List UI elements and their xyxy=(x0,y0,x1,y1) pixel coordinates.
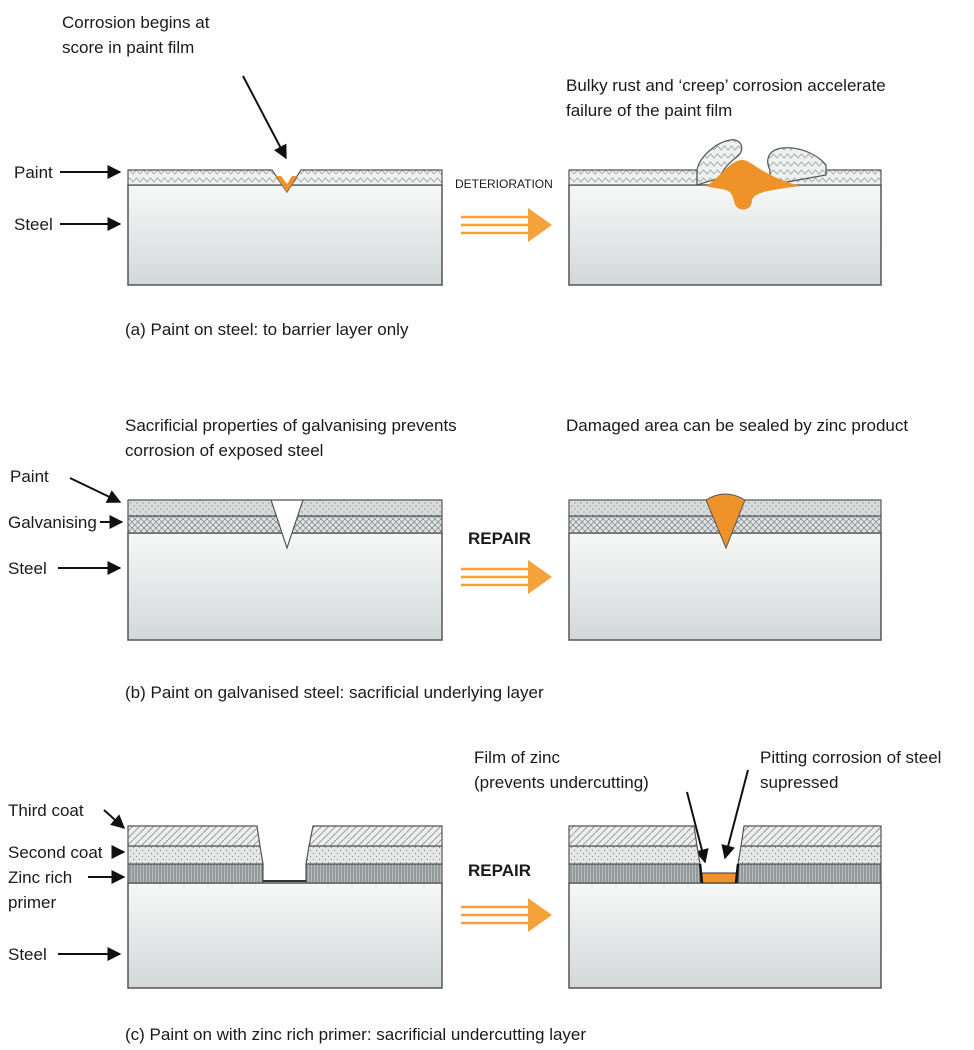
panel-b: Sacrificial properties of galvanising pr… xyxy=(8,416,908,702)
note-sealed: Damaged area can be sealed by zinc produ… xyxy=(566,416,908,435)
galvanising-layer xyxy=(286,515,443,534)
zinc-film-edge xyxy=(734,863,740,884)
steel-layer xyxy=(127,532,443,641)
third-coat-layer xyxy=(568,825,698,847)
pointer-arrow xyxy=(103,809,126,829)
label-zinc-primer-line2: primer xyxy=(8,893,57,912)
third-coat-layer xyxy=(740,825,882,847)
second-coat-layer xyxy=(305,845,443,865)
paint-layer xyxy=(127,169,443,194)
label-paint: Paint xyxy=(10,467,49,486)
pointer-arrow xyxy=(69,477,122,503)
transition-label: DETERIORATION xyxy=(455,177,553,191)
note-corrosion-begins-line2: score in paint film xyxy=(62,38,194,57)
steel-layer xyxy=(568,184,882,286)
galvanising-layer xyxy=(127,515,288,534)
second-coat-layer xyxy=(127,845,264,865)
steel-layer xyxy=(568,532,882,641)
transition-arrow xyxy=(461,898,552,932)
note-bulky-rust-line1: Bulky rust and ‘creep’ corrosion acceler… xyxy=(566,76,886,95)
transition-arrow xyxy=(461,560,552,594)
transition-label: REPAIR xyxy=(468,861,531,880)
label-second-coat: Second coat xyxy=(8,843,103,862)
label-galvanising: Galvanising xyxy=(8,513,97,532)
zinc-seal xyxy=(705,493,746,550)
label-steel: Steel xyxy=(8,945,47,964)
zinc-primer-layer xyxy=(127,863,264,884)
label-steel: Steel xyxy=(14,215,53,234)
zinc-primer-layer xyxy=(737,863,882,884)
score-corrosion xyxy=(276,176,297,192)
note-sacrificial-line1: Sacrificial properties of galvanising pr… xyxy=(125,416,457,435)
note-film-zinc-line1: Film of zinc xyxy=(474,748,560,767)
paint-layer xyxy=(568,169,698,186)
panel-a: Corrosion begins at score in paint film … xyxy=(14,13,886,339)
note-corrosion-begins-line1: Corrosion begins at xyxy=(62,13,210,32)
second-coat-layer xyxy=(568,845,701,865)
lifted-paint-flap xyxy=(696,139,743,186)
steel-layer xyxy=(127,882,443,989)
zinc-film xyxy=(701,872,737,884)
steel-layer xyxy=(127,184,443,286)
transition-label: REPAIR xyxy=(468,529,531,548)
label-third-coat: Third coat xyxy=(8,801,84,820)
caption-a: (a) Paint on steel: to barrier layer onl… xyxy=(125,320,409,339)
label-paint: Paint xyxy=(14,163,53,182)
steel-layer xyxy=(568,882,882,989)
panel-c: Film of zinc (prevents undercutting) Pit… xyxy=(8,748,941,1044)
note-sacrificial-line2: corrosion of exposed steel xyxy=(125,441,323,460)
zinc-primer-layer xyxy=(568,863,701,884)
note-pitting-line2: supressed xyxy=(760,773,838,792)
third-coat-layer xyxy=(127,825,261,847)
note-bulky-rust-line2: failure of the paint film xyxy=(566,101,732,120)
third-coat-layer xyxy=(308,825,443,847)
lifted-paint-flap xyxy=(767,147,827,186)
second-coat-layer xyxy=(737,845,882,865)
caption-b: (b) Paint on galvanised steel: sacrifici… xyxy=(125,683,544,702)
pointer-arrow xyxy=(686,791,709,864)
label-steel: Steel xyxy=(8,559,47,578)
paint-layer xyxy=(127,499,280,517)
bulky-rust xyxy=(706,160,800,210)
paint-layer xyxy=(294,499,443,517)
zinc-primer-layer xyxy=(305,863,443,884)
caption-c: (c) Paint on with zinc rich primer: sacr… xyxy=(125,1025,586,1044)
score-gap xyxy=(270,499,304,550)
pointer-arrow xyxy=(242,75,287,160)
transition-arrow xyxy=(461,208,552,242)
note-film-zinc-line2: (prevents undercutting) xyxy=(474,773,649,792)
pointer-arrow xyxy=(721,769,749,860)
label-zinc-primer-line1: Zinc rich xyxy=(8,868,72,887)
note-pitting-line1: Pitting corrosion of steel xyxy=(760,748,941,767)
zinc-film-edge xyxy=(698,863,704,884)
